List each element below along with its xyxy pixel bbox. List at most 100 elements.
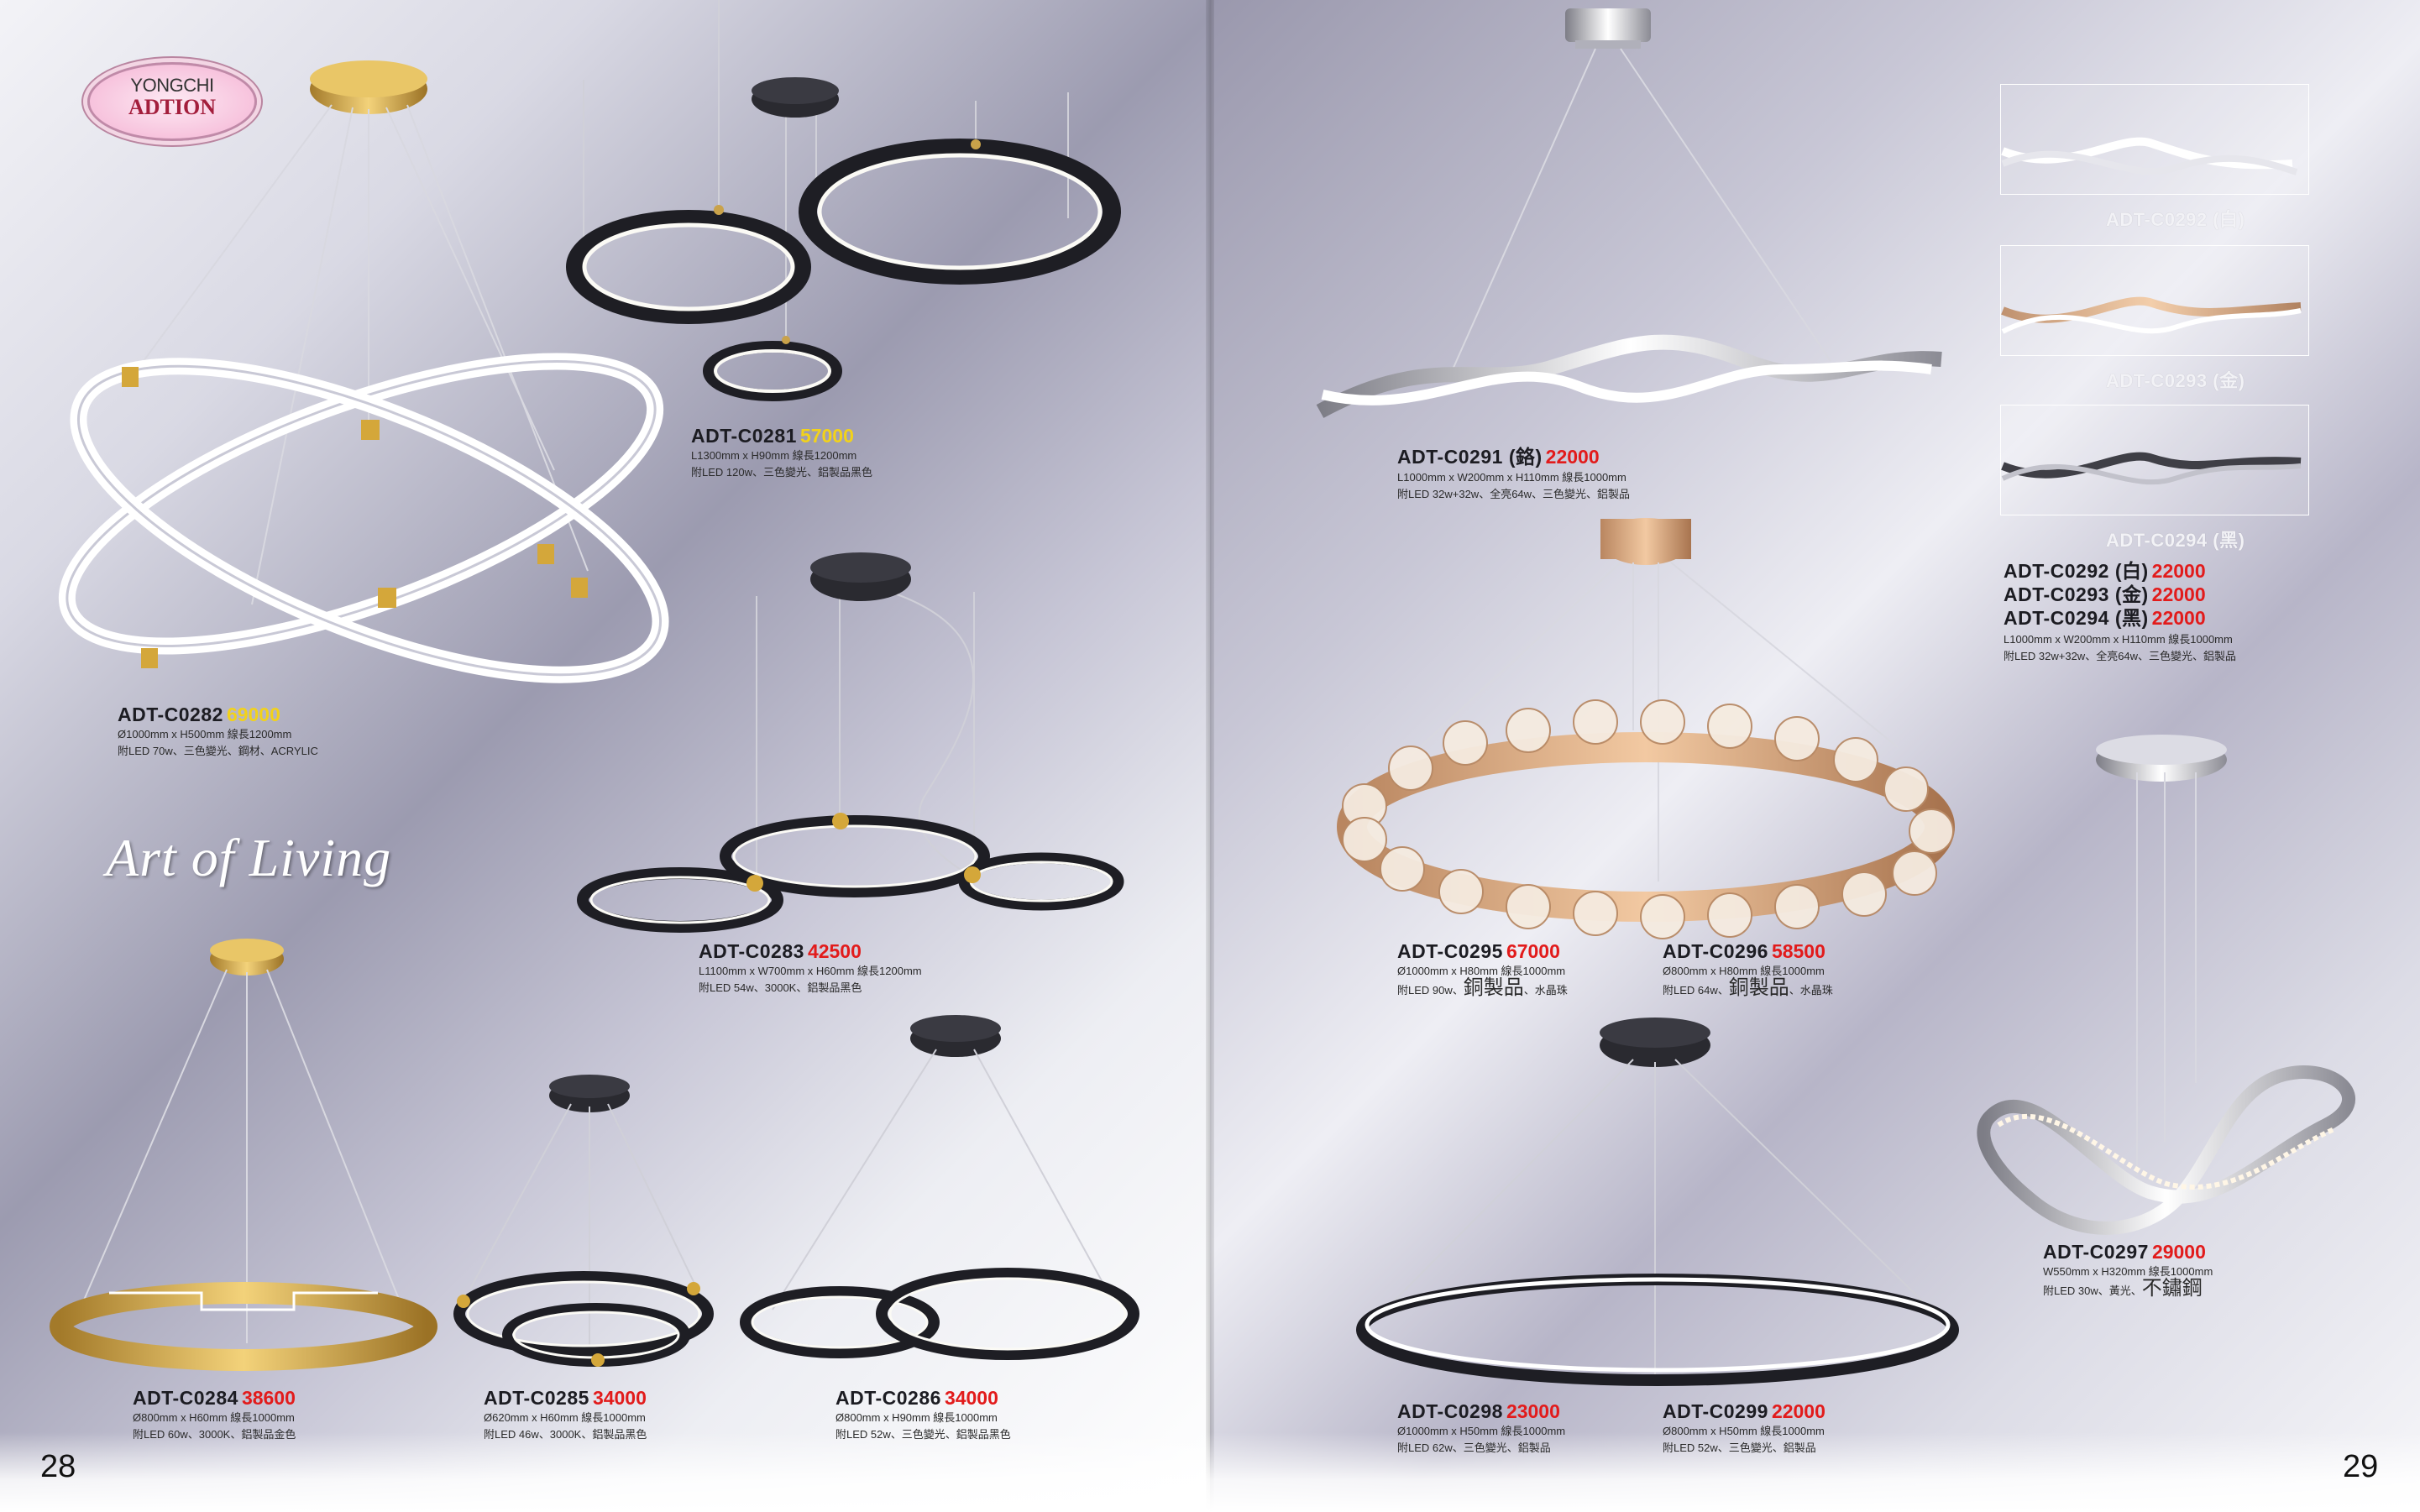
product-code: ADT-C0284 (133, 1387, 238, 1409)
product-adt-c0292-c0294: ADT-C0292 (白)22000 ADT-C0293 (金)22000 AD… (2004, 561, 2236, 665)
product-price: 29000 (2151, 1241, 2206, 1263)
product-spec: Ø800mm x H90mm 線長1000mm (835, 1411, 998, 1424)
product-spec: 附LED 62w、三色變光、鋁製品 (1397, 1441, 1551, 1454)
catalog-page-left (0, 0, 1210, 1512)
product-price: 34000 (592, 1387, 647, 1409)
thumbnail-label: ADT-C0293 (金) (2106, 370, 2245, 391)
product-spec: L1000mm x W200mm x H110mm 線長1000mm (2004, 633, 2233, 646)
product-price: 58500 (1771, 940, 1825, 962)
product-spec: 附LED 60w、3000K、鋁製品金色 (133, 1428, 296, 1441)
product-code: ADT-C0285 (484, 1387, 589, 1409)
product-spec: 附LED 32w+32w、全亮64w、三色變光、鋁製品 (2004, 650, 2237, 662)
product-spec: 附LED 70w、三色變光、鋼材、ACRYLIC (118, 745, 318, 757)
adt-c0294-thumb-image (2001, 452, 2302, 485)
product-price: 22000 (1771, 1400, 1825, 1422)
product-spec: Ø1000mm x H500mm 線長1200mm (118, 728, 292, 740)
product-price: 34000 (944, 1387, 998, 1409)
thumbnail-adt-c0293 (2000, 245, 2309, 356)
spec-text: 附LED 64w、 (1663, 984, 1729, 997)
adt-c0293-thumb-image (2001, 296, 2302, 334)
logo-line1: YONGCHI (130, 75, 214, 96)
brand-logo: YONGCHI ADTION (87, 62, 257, 141)
product-spec: Ø1000mm x H80mm 線長1000mm (1397, 965, 1566, 977)
product-code: ADT-C0298 (1397, 1400, 1503, 1422)
thumbnail-label: ADT-C0292 (白) (2106, 209, 2245, 230)
product-price: 38600 (241, 1387, 296, 1409)
product-spec-line2: 附LED 90w、銅製品、水晶珠 (1397, 978, 1568, 999)
product-code: ADT-C0282 (118, 704, 223, 725)
product-spec: 附LED 52w、三色變光、鋁製品黑色 (835, 1428, 1011, 1441)
page-number-right: 29 (2343, 1449, 2379, 1484)
page-gutter (1206, 0, 1214, 1512)
thumbnail-adt-c0294 (2000, 405, 2309, 515)
page-number-left: 28 (40, 1449, 76, 1484)
product-price: 22000 (1545, 446, 1600, 468)
adt-c0281-image (566, 0, 1121, 401)
product-price: 57000 (799, 425, 854, 447)
product-code: ADT-C0299 (1663, 1400, 1768, 1422)
adt-c0285-image (453, 1075, 714, 1367)
product-spec-line2: 附LED 30w、黃光、不鏽鋼 (2043, 1277, 2213, 1300)
logo-line2: ADTION (128, 95, 216, 119)
spec-text: 附LED 30w、黃光、 (2043, 1284, 2142, 1297)
adt-c0297-image (1977, 735, 2356, 1235)
product-spec: Ø800mm x H50mm 線長1000mm (1663, 1425, 1825, 1437)
adt-c0282-image (58, 60, 669, 683)
adt-c0283-image (577, 552, 1124, 933)
product-code: ADT-C0291 (鉻) (1397, 446, 1543, 468)
product-spec: 附LED 52w、三色變光、鋁製品 (1663, 1441, 1816, 1454)
product-code: ADT-C0283 (699, 940, 804, 962)
adt-c0298-image (1356, 1018, 1959, 1386)
spec-material: 不鏽鋼 (2141, 1277, 2203, 1300)
product-code: ADT-C0295 (1397, 940, 1503, 962)
product-spec: L1000mm x W200mm x H110mm 線長1000mm (1397, 471, 1626, 484)
adt-c0292-thumb-image (2001, 137, 2298, 175)
product-spec: L1100mm x W700mm x H60mm 線長1200mm (699, 965, 922, 977)
product-price: 67000 (1506, 940, 1560, 962)
product-spec: W550mm x H320mm 線長1000mm (2043, 1265, 2213, 1278)
adt-c0295-image (1337, 518, 1955, 939)
product-code: ADT-C0281 (691, 425, 797, 447)
product-spec: Ø620mm x H60mm 線長1000mm (484, 1411, 646, 1424)
product-price: 23000 (1506, 1400, 1560, 1422)
product-code: ADT-C0297 (2043, 1241, 2149, 1263)
adt-c0286-image (740, 1015, 1139, 1360)
product-price: 69000 (226, 704, 280, 725)
adt-c0291-image (1316, 8, 1942, 418)
product-spec: 附LED 54w、3000K、鋁製品黑色 (699, 981, 862, 994)
product-spec: 附LED 32w+32w、全亮64w、三色變光、鋁製品 (1397, 488, 1631, 500)
spec-material: 銅製品 (1728, 976, 1789, 999)
product-code: ADT-C0293 (金) (2004, 583, 2149, 605)
spec-text: 附LED 90w、 (1397, 984, 1464, 997)
bottom-strip (0, 1432, 2420, 1512)
spec-material: 銅製品 (1463, 976, 1524, 999)
product-code: ADT-C0286 (835, 1387, 941, 1409)
thumbnail-label: ADT-C0294 (黑) (2106, 530, 2245, 551)
product-spec: Ø800mm x H80mm 線長1000mm (1663, 965, 1825, 977)
product-spec: 附LED 46w、3000K、鋁製品黑色 (484, 1428, 647, 1441)
product-spec-line2: 附LED 64w、銅製品、水晶珠 (1663, 978, 1833, 999)
product-price: 42500 (807, 940, 862, 962)
spec-text: 、水晶珠 (1789, 984, 1833, 997)
product-price: 22000 (2151, 607, 2206, 629)
product-code: ADT-C0294 (黑) (2004, 607, 2149, 629)
spec-text: 、水晶珠 (1523, 984, 1568, 997)
product-spec: L1300mm x H90mm 線長1200mm (691, 449, 857, 462)
product-code: ADT-C0292 (白) (2004, 560, 2149, 582)
product-spec: 附LED 120w、三色變光、鋁製品黑色 (691, 466, 872, 479)
tagline: Art of Living (106, 828, 392, 887)
product-adt-c0291: ADT-C0291 (鉻)22000 L1000mm x W200mm x H1… (1397, 441, 1630, 503)
product-price: 22000 (2151, 583, 2206, 605)
product-code: ADT-C0296 (1663, 940, 1768, 962)
